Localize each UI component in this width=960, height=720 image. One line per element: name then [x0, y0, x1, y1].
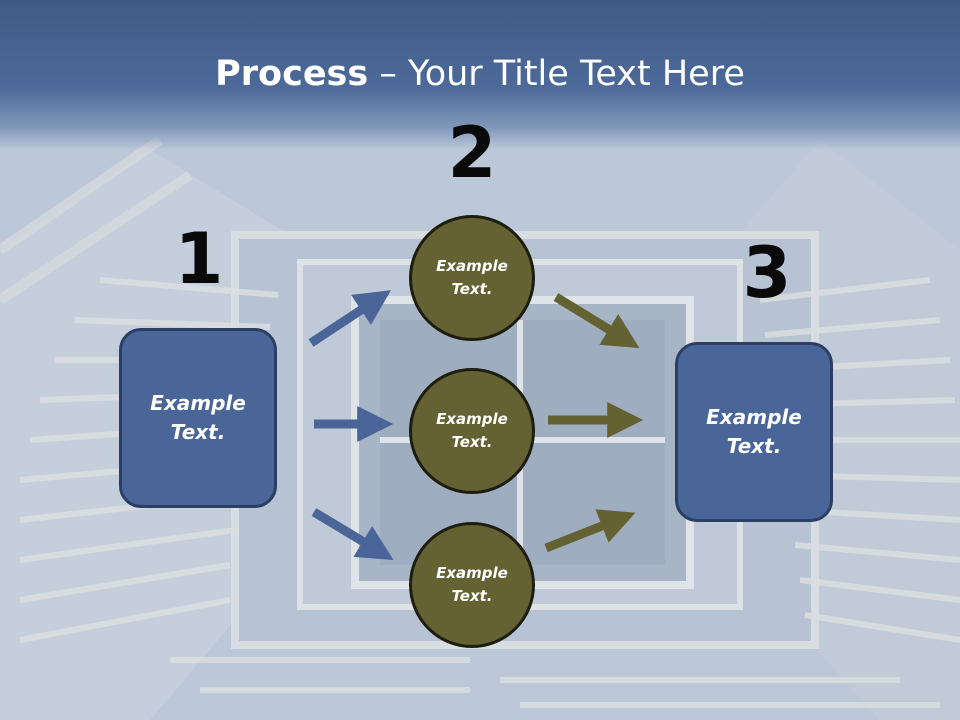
right-box-text: Example Text.	[706, 405, 802, 458]
circle-top-text: Example Text.	[436, 257, 508, 298]
arrow-top-to-right	[553, 293, 640, 349]
slide-title: Process – Your Title Text Here	[0, 52, 960, 96]
circle-bottom-text: Example Text.	[436, 564, 508, 605]
title-rest: – Your Title Text Here	[368, 54, 745, 94]
title-band	[0, 0, 960, 150]
circle-middle-text: Example Text.	[436, 410, 508, 451]
arrow-bottom-to-right	[544, 509, 636, 553]
process-circle-bottom: Example Text.	[409, 522, 535, 648]
arrow-left-to-bottom	[311, 508, 394, 561]
process-circle-middle: Example Text.	[409, 368, 535, 494]
arrow-left-to-top	[308, 290, 392, 347]
right-process-box: Example Text.	[675, 342, 833, 522]
left-process-box: Example Text.	[119, 328, 277, 508]
title-bold: Process	[215, 54, 369, 94]
step-number-2: 2	[447, 112, 497, 194]
step-number-3: 3	[742, 232, 792, 314]
left-box-text: Example Text.	[150, 391, 246, 444]
process-circle-top: Example Text.	[409, 215, 535, 341]
step-number-1: 1	[174, 218, 224, 300]
